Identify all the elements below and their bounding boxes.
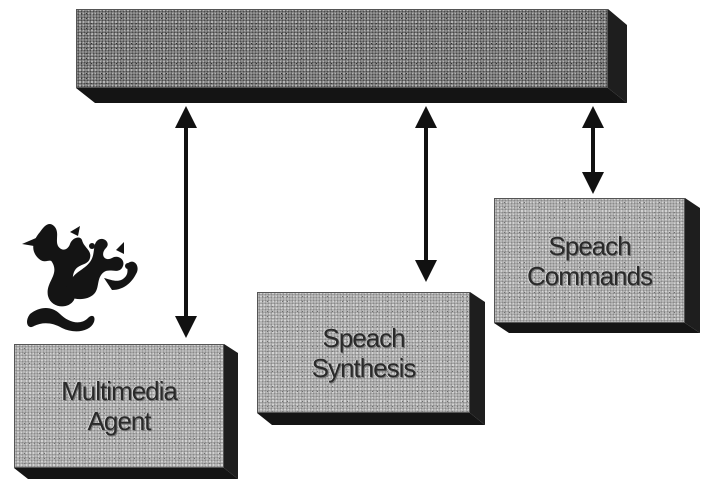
top-bar [76, 9, 608, 88]
speech-commands-box: Speach Commands [494, 198, 685, 323]
speech-synthesis-label: Speach Synthesis [257, 292, 470, 413]
multimedia-agent-label: Multimedia Agent [14, 344, 224, 468]
arrow-top-to-commands [582, 106, 604, 194]
speech-commands-face [494, 198, 685, 323]
speech-commands-label: Speach Commands [494, 198, 685, 323]
speech-commands-line-2: Commands [527, 260, 653, 291]
top-bar-right-side [608, 9, 627, 103]
top-bar-bottom-side [76, 88, 627, 103]
multimedia-box-bottom-side [14, 468, 238, 479]
speech-synthesis-face [257, 292, 470, 413]
multimedia-agent-box: Multimedia Agent [14, 344, 224, 468]
commands-box-right-side [685, 198, 700, 333]
synthesis-box-right-side [470, 292, 485, 425]
speech-synthesis-line-1: Speach [322, 322, 405, 353]
top-bar-label [76, 9, 608, 88]
multimedia-agent-face [14, 344, 224, 468]
speech-synthesis-box: Speach Synthesis [257, 292, 470, 413]
multimedia-box-right-side [224, 344, 238, 479]
multimedia-agent-line-2: Agent [87, 406, 152, 436]
speech-synthesis-line-2: Synthesis [311, 352, 417, 383]
speech-commands-line-1: Speach [548, 230, 631, 261]
multimedia-agent-line-1: Multimedia [61, 376, 178, 406]
dragon-icon [22, 223, 138, 332]
arrow-top-to-synthesis [415, 106, 437, 282]
arrow-top-to-multimedia [175, 106, 197, 338]
top-bar-face [76, 9, 608, 88]
commands-box-bottom-side [494, 323, 700, 333]
synthesis-box-bottom-side [257, 413, 485, 425]
